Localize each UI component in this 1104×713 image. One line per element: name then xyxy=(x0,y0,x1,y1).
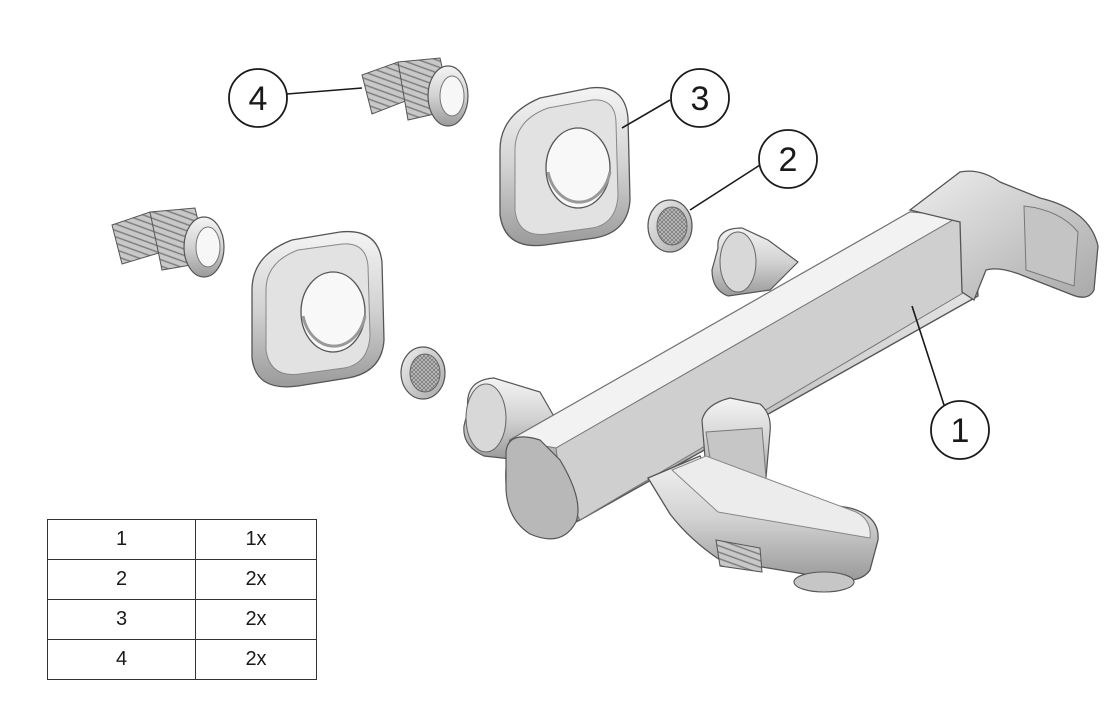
table-row: 3 2x xyxy=(47,599,317,640)
callout-2-label: 2 xyxy=(779,141,798,179)
callout-1: 1 xyxy=(930,400,990,460)
callout-3: 3 xyxy=(670,68,730,128)
connector-upper xyxy=(361,57,469,127)
leader-lines xyxy=(286,87,945,406)
table-row: 2 2x xyxy=(47,559,317,600)
mixer-body xyxy=(463,170,1099,593)
filter-screen-upper xyxy=(647,199,693,253)
filter-screen-lower xyxy=(400,346,446,400)
table-row: 4 2x xyxy=(47,639,317,680)
quantity-cell: 2x xyxy=(195,599,317,640)
leader-line-1 xyxy=(911,305,945,406)
part-number-cell: 3 xyxy=(47,599,196,640)
table-row: 1 1x xyxy=(47,519,317,560)
callout-3-label: 3 xyxy=(691,80,710,118)
callout-4: 4 xyxy=(228,68,288,128)
escutcheon-upper xyxy=(499,86,631,247)
quantity-cell: 1x xyxy=(195,519,317,560)
leader-line-4 xyxy=(286,87,363,95)
part-number-cell: 4 xyxy=(47,639,196,680)
part-number-cell: 2 xyxy=(47,559,196,600)
parts-quantity-table: 1 1x 2 2x 3 2x 4 2x xyxy=(47,519,317,680)
escutcheon-lower xyxy=(251,230,385,388)
quantity-cell: 2x xyxy=(195,559,317,600)
leader-line-2 xyxy=(689,164,761,211)
quantity-cell: 2x xyxy=(195,639,317,680)
leader-line-3 xyxy=(621,99,671,129)
part-number-cell: 1 xyxy=(47,519,196,560)
callout-4-label: 4 xyxy=(249,80,268,118)
callout-2: 2 xyxy=(758,129,818,189)
connector-lower xyxy=(111,207,225,278)
callout-1-label: 1 xyxy=(951,412,970,450)
